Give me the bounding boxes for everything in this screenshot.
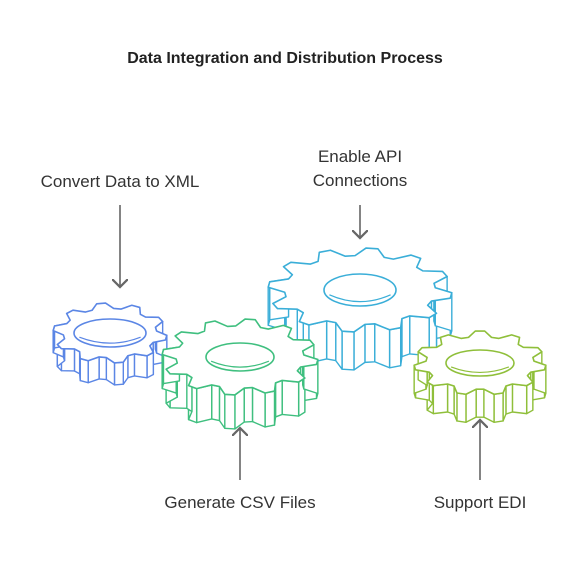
gear-side-face: [243, 386, 254, 423]
gear-side-face: [401, 315, 411, 358]
gear-side-face: [525, 381, 534, 415]
gear-side-face: [224, 393, 236, 430]
gear-hole-depth: [450, 366, 510, 374]
gear-side-face: [325, 320, 337, 362]
gear-side-face: [432, 383, 449, 415]
diagram-title: Data Integration and Distribution Proces…: [127, 50, 443, 67]
gear-side-face: [79, 357, 89, 384]
gear-xml: [52, 302, 168, 386]
label-convert-xml: Convert Data to XML: [40, 172, 200, 191]
gear-side-face: [341, 330, 355, 371]
gear-side-face: [274, 379, 283, 418]
gear-hole: [445, 349, 515, 377]
gear-hole-depth: [329, 294, 391, 303]
gear-side-face: [195, 384, 213, 424]
gear-side-face: [211, 384, 221, 422]
gear-side-face: [73, 348, 81, 375]
gear-hole: [205, 342, 275, 372]
gear-side-face: [493, 392, 504, 423]
gear-side-face: [264, 390, 276, 428]
gear-side-face: [505, 383, 514, 415]
label-enable-api-line1: Enable API: [317, 147, 403, 166]
gear-hole-depth: [210, 360, 270, 368]
label-support-edi: Support EDI: [433, 493, 527, 512]
gear-side-face: [475, 388, 485, 418]
gear-side-face: [146, 351, 155, 379]
gear-side-face: [133, 353, 148, 379]
gear-side-face: [364, 323, 376, 364]
gear-side-face: [251, 386, 266, 428]
gear-edi: [413, 330, 547, 423]
gear-csv: [161, 318, 319, 430]
gear-side-face: [127, 353, 136, 379]
gear-side-face: [511, 383, 528, 415]
gear-hole: [323, 273, 397, 307]
gear-side-face: [113, 361, 125, 386]
gear-side-face: [98, 356, 108, 381]
gear-side-face: [281, 379, 300, 417]
gear-api: [267, 247, 453, 371]
label-enable-api-line2: Connections: [312, 171, 408, 190]
label-generate-csv: Generate CSV Files: [164, 493, 316, 512]
gear-side-face: [446, 383, 455, 415]
gear-hole: [73, 318, 147, 348]
gear-side-face: [374, 323, 391, 369]
label-enable-api: Enable API Connections: [290, 145, 430, 193]
gear-side-face: [388, 326, 402, 369]
gear-hole-depth: [79, 336, 141, 344]
gear-side-face: [456, 392, 467, 423]
